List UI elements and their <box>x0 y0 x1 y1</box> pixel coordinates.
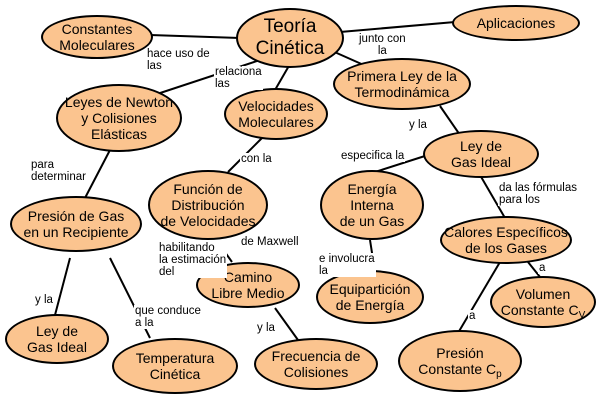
link-presion-leygas <box>54 257 71 316</box>
link-label-y-la-1: y la <box>408 119 428 131</box>
node-energia-interna[interactable]: Energía Interna de un Gas <box>320 170 424 240</box>
node-camino-libre-medio[interactable]: Camino Libre Medio <box>196 262 300 308</box>
link-label-a-2: a <box>468 310 477 322</box>
node-temperatura-cinetica-label: Temperatura Cinética <box>135 350 215 382</box>
link-label-para-determinar: para determinar <box>30 159 87 183</box>
link-teoria-constantes <box>149 34 241 39</box>
link-label-a-1: a <box>538 262 547 274</box>
node-funcion-distribucion[interactable]: Función de Distribución de Velocidades <box>148 170 268 240</box>
link-label-da-formulas: da las fórmulas para los <box>498 182 578 206</box>
link-leyes-presion <box>84 149 111 199</box>
node-ley-gas-ideal-izquierda-label: Ley de Gas Ideal <box>27 323 87 355</box>
link-label-de-maxwell: de Maxwell <box>240 236 300 248</box>
link-label-junto-con: junto con la <box>358 33 407 57</box>
node-leyes-newton-label: Leyes de Newton y Colisiones Elásticas <box>64 94 174 142</box>
link-calores-presioncp <box>457 261 501 334</box>
node-energia-interna-label: Energía Interna de un Gas <box>339 181 405 229</box>
node-constantes-moleculares-label: Constantes Moleculares <box>59 21 135 53</box>
node-presion-gas-recipiente-label: Presión de Gas en un Recipiente <box>23 208 129 240</box>
link-label-hace-uso: hace uso de las <box>146 48 211 72</box>
node-calores-especificos-label: Calores Específicos de los Gases <box>444 224 568 256</box>
link-label-relaciona: relaciona las <box>214 66 263 90</box>
node-teoria-cinetica[interactable]: Teoría Cinética <box>236 8 344 68</box>
node-calores-especificos[interactable]: Calores Específicos de los Gases <box>440 216 572 264</box>
node-frecuencia-colisiones[interactable]: Frecuencia de Colisiones <box>254 338 378 390</box>
node-camino-libre-medio-label: Camino Libre Medio <box>211 269 285 301</box>
node-ley-gas-ideal-izquierda[interactable]: Ley de Gas Ideal <box>5 314 109 364</box>
node-aplicaciones[interactable]: Aplicaciones <box>452 5 580 41</box>
node-leyes-newton[interactable]: Leyes de Newton y Colisiones Elásticas <box>56 84 182 152</box>
link-leygas-calores <box>479 174 506 219</box>
node-aplicaciones-label: Aplicaciones <box>476 15 556 31</box>
node-ley-gas-ideal-derecha[interactable]: Ley de Gas Ideal <box>423 130 539 178</box>
link-label-que-conduce: que conduce a la <box>134 305 202 329</box>
link-label-y-la-2: y la <box>34 294 54 306</box>
link-calores-volumen <box>527 261 541 278</box>
node-volumen-constante[interactable]: Volumen Constante CV <box>490 276 596 328</box>
node-volumen-constante-label: Volumen Constante CV <box>500 286 586 321</box>
node-presion-constante-label: Presión Constante Cp <box>418 345 502 380</box>
link-teoria-aplicaciones <box>339 21 456 33</box>
node-temperatura-cinetica[interactable]: Temperatura Cinética <box>112 338 238 394</box>
link-leygas-energia <box>374 154 429 173</box>
node-presion-gas-recipiente[interactable]: Presión de Gas en un Recipiente <box>10 196 142 252</box>
link-label-habilitando: habilitando la estimación del <box>158 242 228 278</box>
node-frecuencia-colisiones-label: Frecuencia de Colisiones <box>271 348 361 380</box>
link-label-e-involucra: e involucra la <box>318 253 376 277</box>
link-teoria-velocidades <box>274 63 291 91</box>
node-ley-gas-ideal-derecha-label: Ley de Gas Ideal <box>451 138 511 170</box>
node-constantes-moleculares[interactable]: Constantes Moleculares <box>41 15 153 59</box>
node-teoria-cinetica-label: Teoría Cinética <box>255 16 325 59</box>
link-label-y-la-3: y la <box>256 322 276 334</box>
node-presion-constante[interactable]: Presión Constante Cp <box>398 330 522 392</box>
link-label-especifica: especifica la <box>340 150 406 162</box>
node-equiparticion-energia[interactable]: Equipartición de Energía <box>316 270 424 324</box>
link-label-con-la: con la <box>240 153 273 165</box>
node-primera-ley-termodinamica-label: Primera Ley de la Termodinámica <box>347 68 457 100</box>
link-camino-frecuencia <box>274 307 299 341</box>
node-velocidades-moleculares[interactable]: Velocidades Moleculares <box>224 88 328 140</box>
node-equiparticion-energia-label: Equipartición de Energía <box>329 281 411 313</box>
node-velocidades-moleculares-label: Velocidades Moleculares <box>238 98 314 130</box>
node-primera-ley-termodinamica[interactable]: Primera Ley de la Termodinámica <box>333 58 471 110</box>
node-funcion-distribucion-label: Función de Distribución de Velocidades <box>160 181 256 229</box>
link-primera-leygas <box>439 105 461 136</box>
